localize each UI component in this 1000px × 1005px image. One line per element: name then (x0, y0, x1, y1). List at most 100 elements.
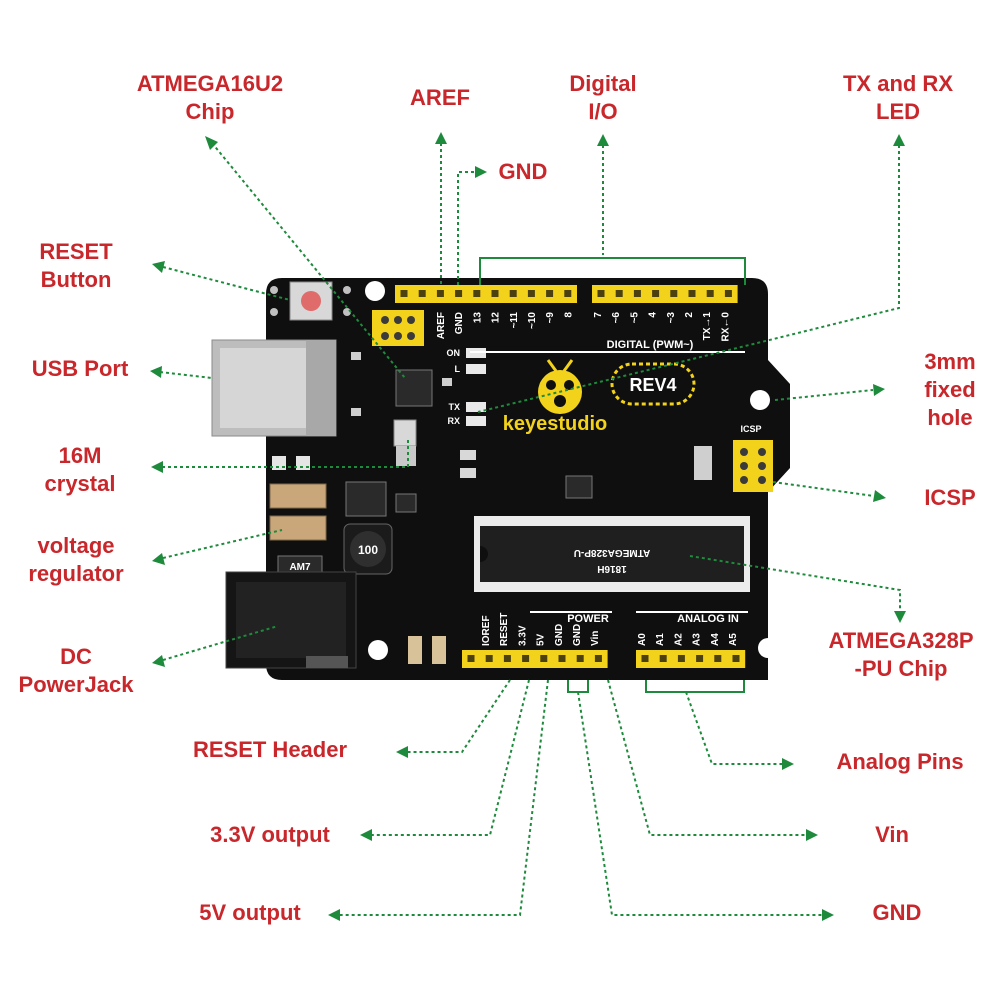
pin-label-analog: A0 (637, 633, 648, 646)
smd-part (460, 450, 476, 460)
header-socket (688, 290, 696, 297)
arrowhead (360, 829, 372, 841)
arrowhead (150, 366, 162, 378)
arrowhead (152, 553, 165, 565)
leader-reset-button (162, 266, 291, 301)
smd-part (565, 475, 593, 499)
icsp-header-16u2 (372, 310, 424, 346)
arrowhead (475, 166, 487, 178)
arrowhead (435, 132, 447, 144)
smd-part (269, 515, 327, 541)
header-socket (436, 290, 444, 297)
header-power (462, 650, 608, 668)
leader-tx-rx (477, 145, 900, 413)
header-socket (418, 290, 426, 297)
label-3v3-output: 3.3V output (210, 822, 330, 847)
leader-atmega328p (689, 555, 901, 612)
pin-label-analog: A2 (673, 633, 684, 646)
pin-label-power: Vin (590, 631, 601, 646)
atmega16u2-chip (351, 352, 452, 416)
pin-label-power: GND (554, 624, 565, 646)
inductor: 100 (343, 523, 393, 575)
header-socket (706, 290, 714, 297)
smd-part (694, 446, 712, 480)
header-socket (503, 655, 511, 662)
label-reset-header: RESET Header (192, 737, 348, 762)
bracket-gnd (567, 680, 589, 693)
arrowhead (893, 134, 905, 146)
arrowhead (597, 134, 609, 146)
header-socket (485, 655, 493, 662)
arrowhead (873, 384, 885, 396)
header-socket (467, 655, 475, 662)
header-socket (473, 290, 481, 297)
led-label: ON (447, 348, 461, 358)
revision-badge: REV4 (610, 362, 696, 406)
regulator-marking: AM7 (289, 562, 311, 573)
pin-label-digital: ~6 (611, 312, 622, 324)
header-socket (670, 290, 678, 297)
label-usb-port: USB Port (31, 356, 129, 381)
pin-label-analog: A4 (710, 633, 721, 646)
pin-label-analog: A1 (655, 633, 666, 646)
pin-label-digital: 7 (593, 312, 604, 318)
leader-atmega16u2 (211, 142, 406, 379)
pin-label-digital: 13 (472, 312, 483, 324)
reset-button[interactable] (270, 281, 351, 321)
led-label: RX (447, 416, 460, 426)
header-socket (540, 655, 548, 662)
usb-port (211, 339, 337, 437)
header-socket (597, 290, 605, 297)
led-label: L (455, 364, 461, 374)
arrowhead (151, 461, 163, 473)
leader-icsp (772, 481, 875, 497)
header-socket (724, 290, 732, 297)
label-5v-output: 5V output (199, 900, 301, 925)
header-socket (633, 290, 641, 297)
leader-5v (340, 679, 549, 916)
pin-label-digital: 2 (684, 312, 695, 318)
header-socket (527, 290, 535, 297)
label-aref: AREF (410, 85, 470, 110)
leader-crystal (162, 440, 409, 468)
leader-analog (685, 691, 782, 765)
leader-fixed-hole (774, 389, 874, 401)
chip-marking: 1816H (597, 563, 626, 574)
header-socket (714, 655, 722, 662)
pin-label-digital: AREF (436, 312, 447, 339)
pin-label-analog: A5 (728, 633, 739, 646)
leader-regulator (162, 529, 283, 559)
arrowhead (205, 136, 218, 150)
arrowhead (328, 909, 340, 921)
header-socket (509, 290, 517, 297)
label-gnd-bottom: GND (872, 900, 922, 925)
pin-label-digital: ~5 (629, 312, 640, 324)
smd-part (460, 468, 476, 478)
inductor-marking: 100 (358, 543, 378, 557)
header-socket (546, 290, 554, 297)
header-socket (652, 290, 660, 297)
label-icsp: ICSP (924, 485, 976, 510)
pin-label-digital: ~3 (666, 312, 677, 324)
leader-gnd-bottom (577, 691, 822, 916)
pin-label-power: RESET (499, 613, 510, 646)
pin-label-digital: TX→1 (702, 312, 713, 341)
pin-label-digital: 12 (491, 312, 502, 324)
smd-part (432, 636, 446, 664)
mount-hole (750, 390, 770, 410)
arrowhead (152, 655, 165, 667)
arrowhead (152, 261, 165, 273)
status-led (466, 402, 486, 412)
header-socket (696, 655, 704, 662)
header-analog (636, 650, 746, 668)
header-socket (491, 290, 499, 297)
voltage-regulator: AM7 (277, 481, 417, 575)
